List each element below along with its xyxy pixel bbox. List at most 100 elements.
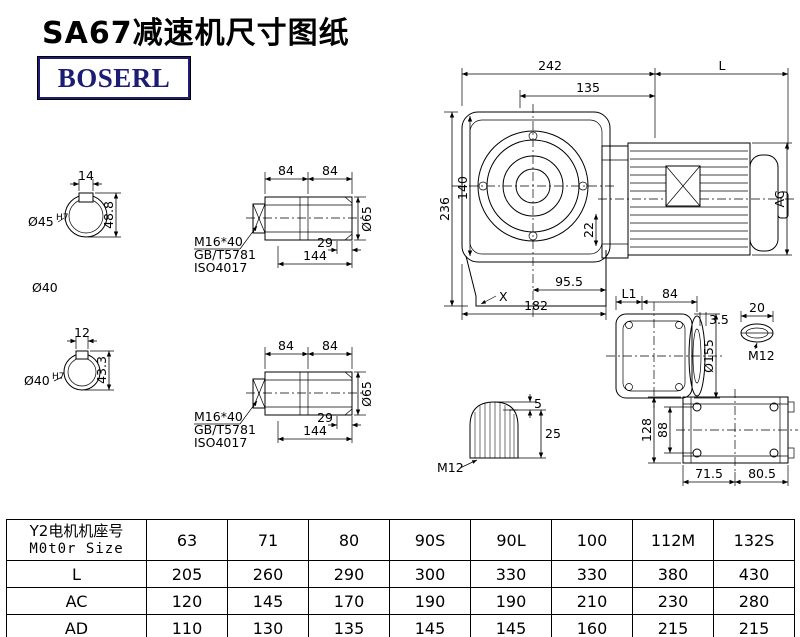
main-assembly-view: 242 L 135 236 140 22 AC bbox=[437, 58, 795, 320]
table-cell: 145 bbox=[470, 614, 552, 637]
table-cell: 210 bbox=[551, 587, 633, 615]
output-flange-circle bbox=[477, 130, 589, 242]
row-label: AC bbox=[6, 587, 147, 615]
dim-88: 88 bbox=[655, 422, 670, 438]
dim-95-5: 95.5 bbox=[555, 274, 583, 289]
gearbox-body bbox=[461, 111, 611, 263]
shaft-section-45: 14 48.8 Ø45 H7 bbox=[28, 168, 121, 238]
table-row-AC: AC 120 145 170 190 190 210 230 280 bbox=[6, 587, 795, 615]
table-cell: 330 bbox=[470, 560, 552, 588]
label-standard-iso: ISO4017 bbox=[194, 435, 247, 450]
shaft-section-40: 12 43.3 Ø40 H7 bbox=[24, 325, 114, 391]
table-cell: 120 bbox=[146, 587, 228, 615]
column-header: 80 bbox=[308, 519, 390, 561]
dim-84a: 84 bbox=[278, 163, 294, 178]
label-M12: M12 bbox=[437, 460, 464, 475]
shaft-sleeve-2 bbox=[264, 371, 353, 416]
dim-25: 25 bbox=[545, 426, 561, 441]
table-row-AD: AD 110 130 135 145 145 160 215 215 bbox=[6, 614, 795, 637]
dim-dia-155: Ø155 bbox=[701, 339, 716, 373]
dim-29: 29 bbox=[317, 235, 333, 250]
dim-5: 5 bbox=[534, 396, 542, 411]
dim-80-5: 80.5 bbox=[748, 466, 776, 481]
table-cell: 160 bbox=[551, 614, 633, 637]
side-flange bbox=[688, 315, 706, 397]
dim-128: 128 bbox=[639, 418, 654, 442]
table-cell: 130 bbox=[227, 614, 309, 637]
motor-size-table: Y2电机机座号 M0t0r Size 63 71 80 90S 90L 100 … bbox=[6, 519, 795, 637]
dim-71-5: 71.5 bbox=[695, 466, 723, 481]
label-standard-gb: GB/T5781 bbox=[194, 247, 256, 262]
dim-84: 84 bbox=[662, 286, 678, 301]
table-header-row: Y2电机机座号 M0t0r Size 63 71 80 90S 90L 100 … bbox=[6, 519, 795, 561]
dim-dia-65: Ø65 bbox=[359, 206, 374, 232]
column-header: 100 bbox=[551, 519, 633, 561]
dim-29: 29 bbox=[317, 410, 333, 425]
dim-dia-45-tolerance: H7 bbox=[56, 213, 69, 223]
hollow-shaft-drawing-2: 84 84 29 144 Ø65 M16*40 GB/T5781 ISO4017 bbox=[194, 338, 374, 450]
table-cell: 190 bbox=[470, 587, 552, 615]
label-standard-gb: GB/T5781 bbox=[194, 422, 256, 437]
dim-20: 20 bbox=[749, 300, 765, 315]
table-cell: 110 bbox=[146, 614, 228, 637]
dim-84b: 84 bbox=[322, 163, 338, 178]
shaft-end-view: 5 25 M12 bbox=[437, 394, 561, 475]
dim-dia-65: Ø65 bbox=[359, 381, 374, 407]
boserl-logo: BOSERL bbox=[38, 57, 190, 99]
table-cell: 230 bbox=[632, 587, 714, 615]
dim-L: L bbox=[719, 58, 726, 73]
keyway-40 bbox=[75, 350, 89, 360]
mounting-plate bbox=[682, 396, 789, 464]
dim-242: 242 bbox=[538, 58, 562, 73]
column-header: 112M bbox=[632, 519, 714, 561]
motor-flange bbox=[601, 145, 629, 259]
header-motor-size-en: M0t0r Size bbox=[29, 541, 124, 557]
dim-236: 236 bbox=[437, 197, 452, 221]
dim-84b: 84 bbox=[322, 338, 338, 353]
label-standard-iso: ISO4017 bbox=[194, 260, 247, 275]
dim-48-8: 48.8 bbox=[101, 201, 116, 229]
label-X: X bbox=[499, 289, 508, 304]
dim-144: 144 bbox=[303, 423, 327, 438]
shaft-end-dome bbox=[469, 401, 519, 459]
table-cell: 215 bbox=[632, 614, 714, 637]
column-header: 90S bbox=[389, 519, 471, 561]
header-motor-size: Y2电机机座号 M0t0r Size bbox=[6, 519, 147, 561]
bolt-head-1 bbox=[252, 203, 266, 234]
dim-22: 22 bbox=[581, 222, 596, 238]
table-cell: 205 bbox=[146, 560, 228, 588]
dim-12: 12 bbox=[74, 325, 90, 340]
dim-43-3: 43.3 bbox=[94, 356, 109, 384]
technical-drawing: 242 L 135 236 140 22 AC bbox=[24, 58, 798, 486]
table-cell: 190 bbox=[389, 587, 471, 615]
dim-182: 182 bbox=[524, 298, 548, 313]
hollow-shaft-drawing-1: 84 84 29 144 Ø65 M16*40 GB/T5781 ISO4017 bbox=[194, 163, 374, 275]
column-header: 90L bbox=[470, 519, 552, 561]
column-header: 71 bbox=[227, 519, 309, 561]
column-header: 132S bbox=[713, 519, 795, 561]
label-M12: M12 bbox=[748, 348, 775, 363]
gearbox-side-view: L1 84 3.5 20 Ø155 M12 bbox=[606, 286, 775, 408]
table-row-L: L 205 260 290 300 330 330 380 430 bbox=[6, 560, 795, 588]
table-cell: 215 bbox=[713, 614, 795, 637]
table-cell: 145 bbox=[227, 587, 309, 615]
table-cell: 170 bbox=[308, 587, 390, 615]
dim-L1: L1 bbox=[622, 286, 637, 301]
bolt-head-2 bbox=[252, 378, 266, 409]
dim-dia-40: Ø40 bbox=[24, 373, 50, 388]
row-label: L bbox=[6, 560, 147, 588]
dim-dia-40-tolerance: H7 bbox=[52, 372, 65, 382]
table-cell: 330 bbox=[551, 560, 633, 588]
table-cell: 135 bbox=[308, 614, 390, 637]
label-bolt-spec: M16*40 bbox=[194, 409, 243, 424]
label-dia-40: Ø40 bbox=[32, 280, 58, 295]
row-label: AD bbox=[6, 614, 147, 637]
table-cell: 145 bbox=[389, 614, 471, 637]
shaft-sleeve-1 bbox=[264, 196, 353, 241]
table-cell: 290 bbox=[308, 560, 390, 588]
table-cell: 430 bbox=[713, 560, 795, 588]
table-cell: 380 bbox=[632, 560, 714, 588]
table-cell: 260 bbox=[227, 560, 309, 588]
column-header: 63 bbox=[146, 519, 228, 561]
